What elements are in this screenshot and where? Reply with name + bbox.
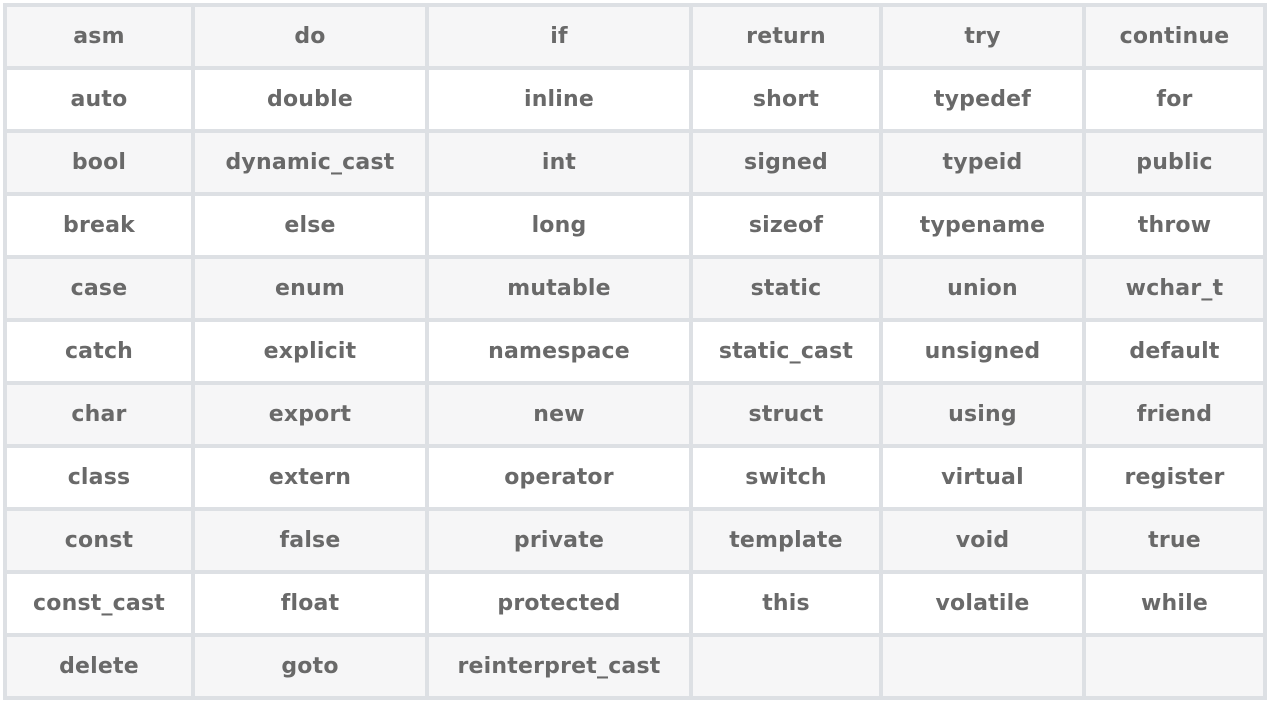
keyword-cell: case (3, 255, 195, 322)
keyword-cell: using (879, 381, 1086, 448)
keyword-cell: long (425, 192, 693, 259)
keyword-cell: export (191, 381, 429, 448)
keyword-cell: struct (689, 381, 883, 448)
keyword-cell: asm (3, 3, 195, 70)
keyword-cell: unsigned (879, 318, 1086, 385)
keyword-cell: switch (689, 444, 883, 511)
keyword-cell: protected (425, 570, 693, 637)
keyword-cell: auto (3, 66, 195, 133)
keyword-cell: while (1082, 570, 1267, 637)
keyword-cell: extern (191, 444, 429, 511)
keyword-cell: return (689, 3, 883, 70)
keyword-cell: explicit (191, 318, 429, 385)
keyword-cell: template (689, 507, 883, 574)
keyword-cell: wchar_t (1082, 255, 1267, 322)
keyword-cell: char (3, 381, 195, 448)
keyword-cell: union (879, 255, 1086, 322)
keyword-cell: default (1082, 318, 1267, 385)
keyword-cell: for (1082, 66, 1267, 133)
keyword-cell: new (425, 381, 693, 448)
keyword-cell: typeid (879, 129, 1086, 196)
keyword-cell: int (425, 129, 693, 196)
keyword-cell: delete (3, 633, 195, 700)
keyword-cell: public (1082, 129, 1267, 196)
keyword-cell: else (191, 192, 429, 259)
keyword-cell: break (3, 192, 195, 259)
keyword-cell: continue (1082, 3, 1267, 70)
keyword-cell: do (191, 3, 429, 70)
keyword-cell: signed (689, 129, 883, 196)
keyword-cell: double (191, 66, 429, 133)
keyword-cell: namespace (425, 318, 693, 385)
keyword-cell: enum (191, 255, 429, 322)
empty-cell (1082, 633, 1267, 700)
keyword-cell: class (3, 444, 195, 511)
keyword-cell: void (879, 507, 1086, 574)
keyword-cell: inline (425, 66, 693, 133)
keyword-cell: typename (879, 192, 1086, 259)
keyword-cell: typedef (879, 66, 1086, 133)
keyword-cell: dynamic_cast (191, 129, 429, 196)
keyword-cell: float (191, 570, 429, 637)
keyword-cell: goto (191, 633, 429, 700)
keyword-cell: virtual (879, 444, 1086, 511)
keyword-cell: friend (1082, 381, 1267, 448)
keyword-cell: reinterpret_cast (425, 633, 693, 700)
keyword-cell: this (689, 570, 883, 637)
keyword-cell: private (425, 507, 693, 574)
keyword-cell: if (425, 3, 693, 70)
keyword-cell: try (879, 3, 1086, 70)
keyword-cell: true (1082, 507, 1267, 574)
keyword-cell: short (689, 66, 883, 133)
keyword-cell: throw (1082, 192, 1267, 259)
keyword-cell: register (1082, 444, 1267, 511)
keyword-cell: sizeof (689, 192, 883, 259)
keyword-cell: false (191, 507, 429, 574)
keyword-cell: static (689, 255, 883, 322)
keyword-cell: bool (3, 129, 195, 196)
empty-cell (689, 633, 883, 700)
keyword-cell: const_cast (3, 570, 195, 637)
keyword-cell: mutable (425, 255, 693, 322)
empty-cell (879, 633, 1086, 700)
keyword-cell: operator (425, 444, 693, 511)
keyword-cell: const (3, 507, 195, 574)
keyword-cell: static_cast (689, 318, 883, 385)
keyword-cell: volatile (879, 570, 1086, 637)
keyword-cell: catch (3, 318, 195, 385)
